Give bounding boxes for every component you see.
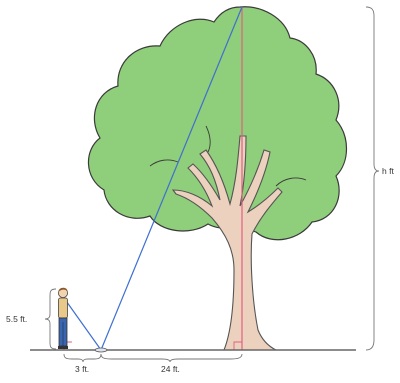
- foliage-detail: [205, 125, 211, 153]
- sight-line-to-treetop: [100, 6, 243, 351]
- tree-trunk: [171, 135, 283, 351]
- person-body: [58, 297, 68, 319]
- mirror-to-tree-label: 24 ft.: [161, 364, 180, 374]
- person-shoes: [58, 346, 68, 349]
- foliage-detail: [149, 159, 179, 167]
- person-figure: [58, 287, 69, 349]
- person-height-label: 5.5 ft.: [6, 314, 27, 324]
- sight-line-to-eye: [63, 297, 102, 351]
- mirror: [94, 347, 108, 353]
- tree-height-label: h ft: [382, 166, 394, 176]
- right-angle-marker-tree: [233, 341, 242, 350]
- foliage-detail: [275, 177, 307, 187]
- person-to-mirror-label: 3 ft.: [75, 364, 89, 374]
- person-hair: [58, 287, 68, 292]
- person-to-mirror-brace: [63, 353, 102, 363]
- mirror-to-tree-brace: [100, 353, 243, 363]
- person-height-brace: [44, 288, 57, 350]
- tree-height-brace: [365, 6, 380, 351]
